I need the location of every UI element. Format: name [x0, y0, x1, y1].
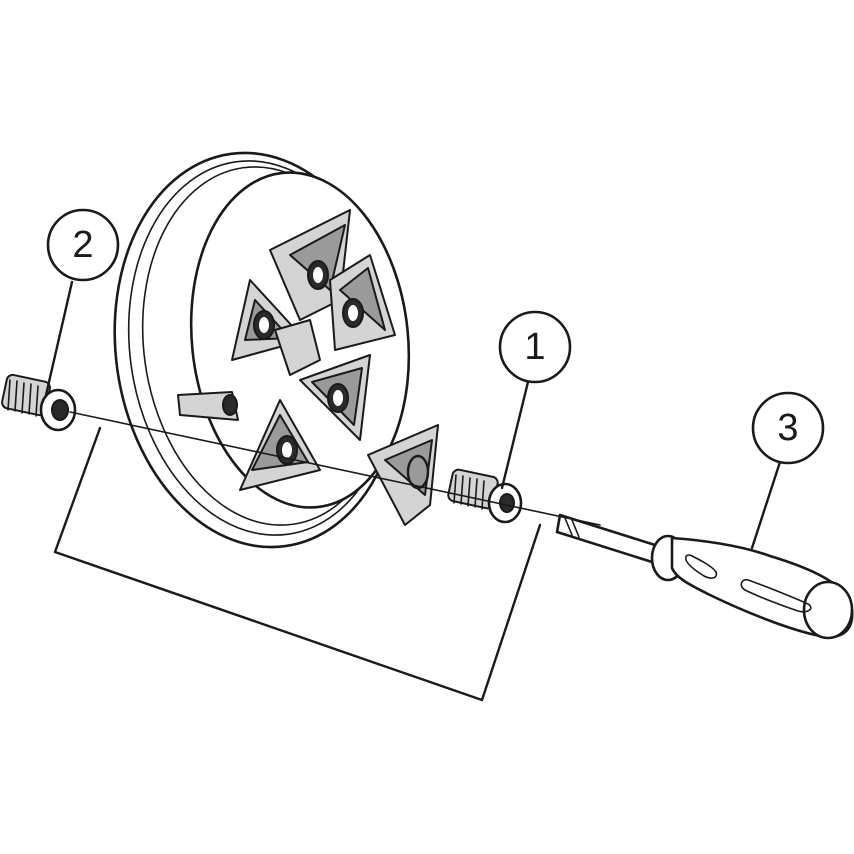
callout-1: 1 — [498, 310, 572, 384]
leader-line-2 — [44, 280, 74, 397]
screw-2 — [1, 373, 77, 432]
callout-3-label: 3 — [777, 407, 798, 449]
screw-1 — [447, 468, 523, 524]
cutter-body — [113, 151, 411, 549]
central-hub — [274, 319, 321, 376]
callout-2: 2 — [46, 208, 120, 282]
screw-group-bracket — [53, 426, 542, 702]
screwdriver-3 — [555, 513, 854, 640]
callout-1-label: 1 — [524, 326, 545, 368]
leader-line-1 — [500, 380, 530, 490]
callout-3: 3 — [751, 391, 825, 465]
loose-insert — [367, 424, 439, 526]
insert-pocket-right — [299, 354, 371, 441]
leader-line-3 — [750, 460, 782, 550]
insert-pocket-upper-right — [329, 254, 396, 351]
callout-2-label: 2 — [72, 224, 93, 266]
insert-pocket-lower-left — [177, 391, 239, 421]
assembly-axis-line — [69, 411, 601, 526]
